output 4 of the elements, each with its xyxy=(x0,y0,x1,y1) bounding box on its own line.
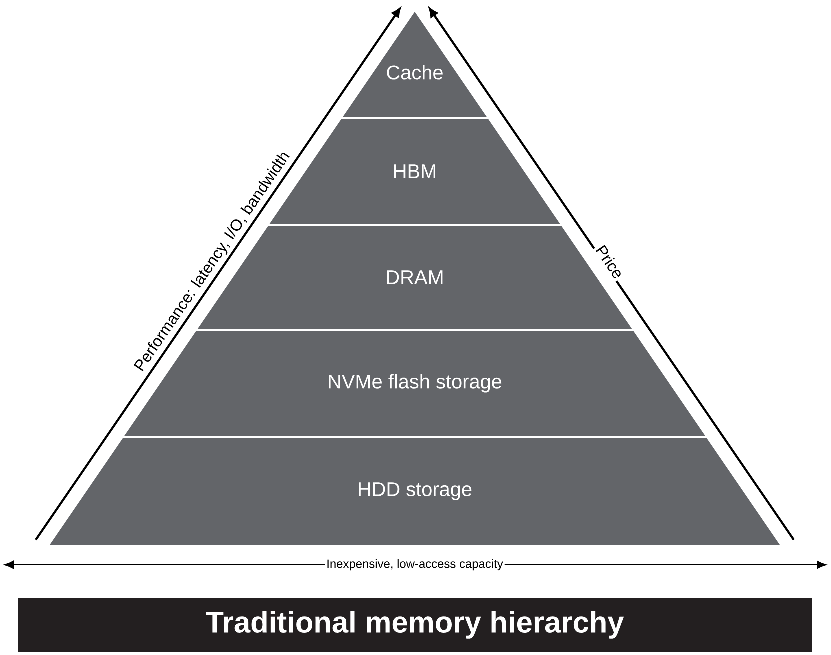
pyramid-layer: Cache xyxy=(343,12,487,117)
title-banner: Traditional memory hierarchy xyxy=(18,598,812,652)
axis-label: Inexpensive, low-access capacity xyxy=(325,558,505,572)
pyramid-layer: HDD storage xyxy=(50,438,780,545)
